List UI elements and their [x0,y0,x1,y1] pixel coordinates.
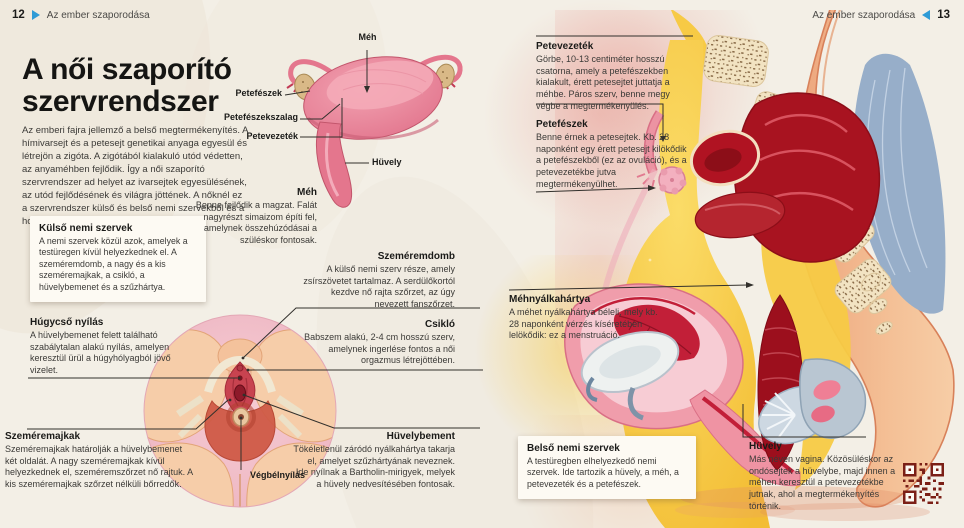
section-petefeszek: Petefészek Benne érnek a petesejtek. Kb.… [536,119,688,190]
ovaries [294,63,455,101]
chapter-title-right: Az ember szaporodása [812,9,916,21]
spine-bones [703,34,893,335]
section-body: A hüvelybemenet felett található szabály… [30,330,171,376]
section-heading: Méhnyálkahártya [509,294,591,305]
vagina-canal [315,121,353,208]
box-heading: Belső nemi szervek [527,443,620,454]
uterus-body [303,56,443,140]
section-huvelybemenet: Hüvelybement Tökéletlenül záródó nyálkah… [293,431,455,491]
section-heading: Csikló [424,319,455,330]
chapter-title-left: Az ember szaporodása [46,9,150,21]
page-header-left: 12 Az ember szaporodása [12,9,150,21]
section-body: Szeméremajkak határolják a hüvelybemenet… [5,444,193,490]
fallopian-tubes [286,54,463,103]
pink-glow [480,0,720,230]
section-heading: Petefészek [536,119,588,130]
section-body: Benne érnek a petesejtek. Kb. 28 naponké… [536,132,687,189]
diagram-label-petevezetek: Petevezeték [246,131,298,141]
page-header-right: Az ember szaporodása 13 [812,9,950,21]
section-body: Tökéletlenül záródó nyálkahártya takarja… [293,444,455,490]
page-number-left: 12 [12,9,25,21]
section-szemeremdomb: Szeméremdomb A külső nemi szerv része, a… [298,251,455,311]
section-body: Görbe, 10-13 centiméter hosszú csatorna,… [536,54,670,111]
section-heading: Húgycső nyílás [30,317,104,328]
section-heading: Petevezeték [536,41,594,52]
diagram-label-petefeszek: Petefészek [235,88,282,98]
qr-code [903,463,944,504]
buttock-skin [794,10,955,508]
section-heading: Szeméremajkak [5,431,81,442]
callout-box-kulso-nemi-szervek: Külső nemi szervek A nemi szervek közül … [30,216,206,303]
triangle-left-icon [922,10,931,20]
callout-box-belso-nemi-szervek: Belső nemi szervek A testüregben elhelye… [518,436,696,500]
section-mehnyalkahartya: Méhnyálkahártya A méhet nyálkahártya bél… [509,294,661,342]
section-body: A külső nemi szerv része, amely zsírszöv… [303,264,455,310]
section-petevezetek: Petevezeték Görbe, 10-13 centiméter hoss… [536,41,694,112]
box-body: A nemi szervek közül azok, amelyek a tes… [39,236,188,292]
diagram-label-meh: Méh [358,32,377,42]
section-heading: Méh [297,187,317,198]
box-heading: Külső nemi szervek [39,223,133,234]
intestines [689,92,881,263]
page-number-right: 13 [937,9,950,21]
diagram-label-huvely: Hüvely [372,157,402,167]
yellow-glow [465,255,705,445]
page-title: A női szaporító szervrendszer [22,53,232,118]
section-heading: Szeméremdomb [377,251,455,262]
section-hugycso-nyilas: Húgycső nyílás A hüvelybemenet felett ta… [30,317,190,377]
section-body: A méhet nyálkahártya béleli, mely kb. 28… [509,307,658,341]
label-vegbelnyilas: Végbélnyílás [250,470,306,480]
section-body: Babszem alakú, 2-4 cm hosszú szerv, amel… [304,332,455,366]
box-body: A testüregben elhelyezkedő nemi szervek.… [527,456,679,489]
section-body: Más néven vagina. Közösüléskor az ondóse… [749,454,896,511]
section-csiklo: Csikló Babszem alakú, 2-4 cm hosszú szer… [298,319,455,367]
section-body: Benne fejlődik a magzat. Falát nagyrészt… [195,200,317,246]
section-szemeremajkak: Szeméremajkak Szeméremajkak határolják a… [5,431,195,491]
diagram-label-petefeszekszalag: Petefészekszalag [223,112,298,122]
triangle-right-icon [31,10,40,20]
section-meh: Méh Benne fejlődik a magzat. Falát nagyr… [190,187,317,247]
section-heading: Hüvelybement [386,431,455,442]
section-huvely: Hüvely Más néven vagina. Közösüléskor az… [749,441,907,512]
gluteal-muscle [853,53,946,314]
section-heading: Hüvely [749,441,782,452]
